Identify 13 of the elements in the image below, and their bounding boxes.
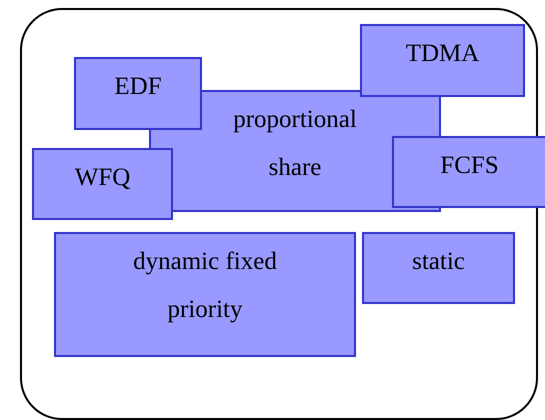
box-label: FCFS (439, 151, 500, 181)
category-box (54, 232, 356, 357)
box-label: static (411, 247, 466, 277)
box-label: dynamic fixed priority (132, 247, 278, 325)
box-label: TDMA (404, 39, 480, 69)
category-box (392, 136, 545, 208)
box-label: proportional share (232, 105, 358, 183)
box-label: WFQ (74, 163, 132, 193)
category-box (32, 148, 173, 220)
box-label: EDF (113, 72, 163, 102)
category-box (74, 57, 202, 130)
category-box (360, 24, 525, 97)
category-box (362, 232, 515, 304)
